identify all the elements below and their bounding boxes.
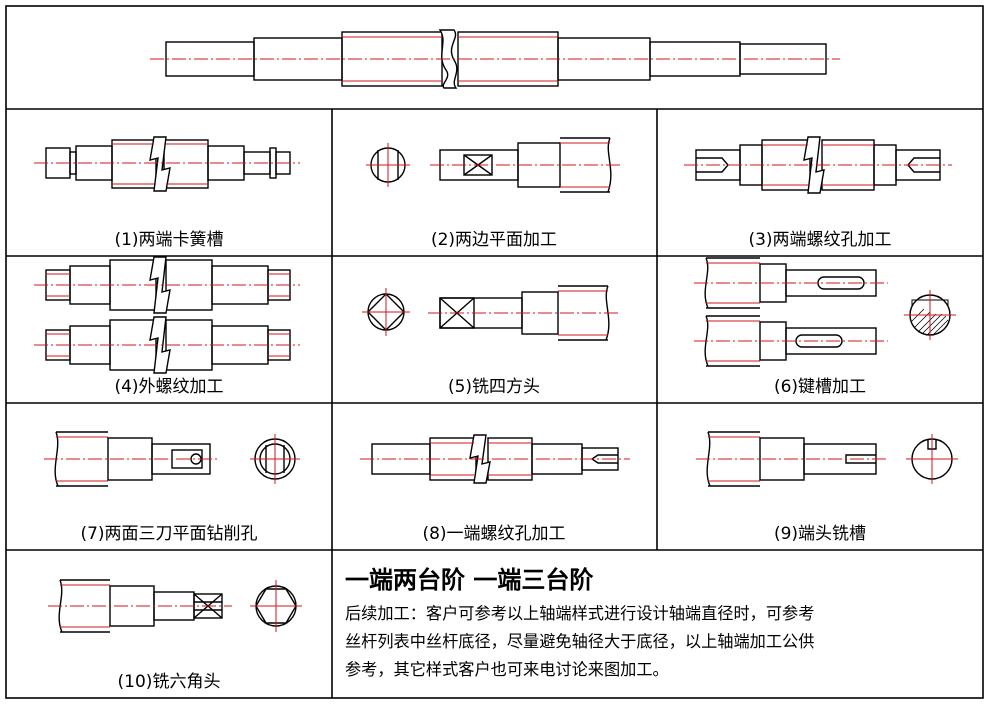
caption-7: (7)两面三刀平面钻削孔 (80, 524, 258, 544)
panel-8-drawing (360, 434, 630, 484)
panel-9-drawing (696, 431, 958, 487)
note-line-2: 丝杆列表中丝杆底径，尽量避免轴径大于底径，以上轴端加工公供 (345, 632, 815, 651)
caption-8: (8)一端螺纹孔加工 (422, 524, 566, 544)
caption-3: (3)两端螺纹孔加工 (748, 230, 892, 250)
overview-shaft-drawing (150, 29, 840, 89)
panel-7-drawing (44, 431, 300, 487)
caption-1: (1)两端卡簧槽 (114, 230, 224, 250)
processing-note: 后续加工：客户可参考以上轴端样式进行设计轴端直径时，可参考 丝杆列表中丝杆底径，… (345, 600, 985, 684)
caption-2: (2)两边平面加工 (430, 230, 558, 250)
section-heading: 一端两台阶 一端三台阶 (345, 566, 594, 594)
panel-1-drawing (34, 136, 300, 192)
panel-4-drawing (34, 256, 300, 374)
panel-2-drawing (366, 137, 620, 193)
caption-10: (10)铣六角头 (117, 672, 221, 692)
panel-6-drawing (694, 257, 956, 367)
panel-3-drawing (684, 136, 952, 194)
note-line-1: 后续加工：客户可参考以上轴端样式进行设计轴端直径时，可参考 (345, 604, 815, 623)
caption-5: (5)铣四方头 (447, 377, 541, 397)
panel-5-drawing (362, 285, 618, 341)
sheet-grid (5, 5, 984, 699)
caption-6: (6)键槽加工 (773, 377, 867, 397)
caption-4: (4)外螺纹加工 (114, 377, 224, 397)
note-line-3: 参考，其它样式客户也可来电讨论来图加工。 (345, 660, 669, 679)
caption-9: (9)端头铣槽 (773, 524, 867, 544)
panel-10-drawing (48, 579, 302, 633)
